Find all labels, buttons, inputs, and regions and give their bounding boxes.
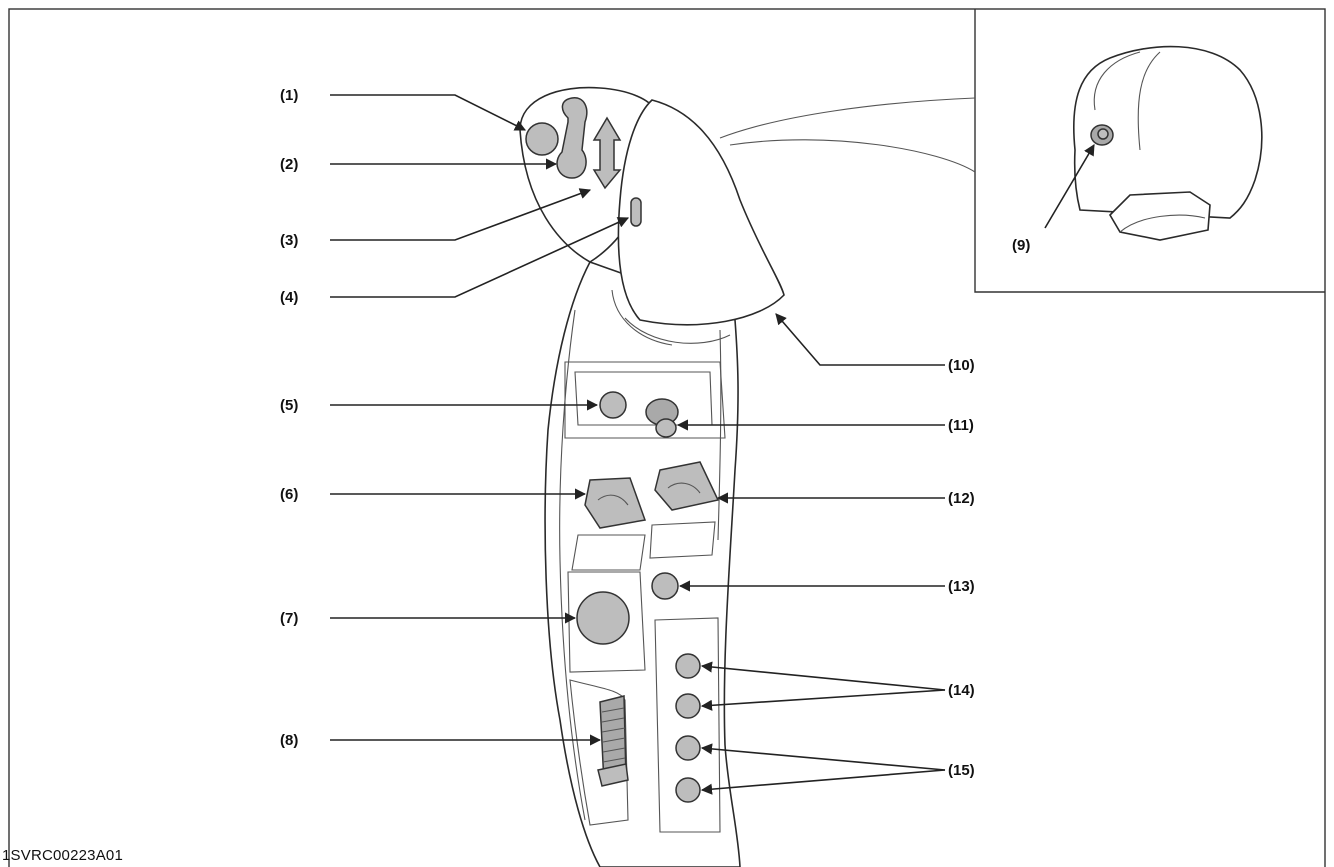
inset-lever-rear-view xyxy=(1072,45,1263,241)
figure-id: 1SVRC00223A01 xyxy=(2,847,124,864)
button-14b xyxy=(675,693,701,719)
inset-frame xyxy=(974,9,1325,293)
leader-3 xyxy=(330,188,592,241)
thumbwheel-8 xyxy=(569,679,629,826)
callout-8: (8) xyxy=(280,732,298,749)
knob-11 xyxy=(645,398,679,438)
button-13 xyxy=(651,572,679,600)
callout-5: (5) xyxy=(280,397,298,414)
lever-grip xyxy=(519,86,785,346)
leader-14a xyxy=(700,661,946,691)
button-14a xyxy=(675,653,701,679)
callout-3: (3) xyxy=(280,232,298,249)
paddle-switch-6 xyxy=(571,477,647,571)
leader-1 xyxy=(330,94,527,131)
figure-frame xyxy=(8,8,1326,867)
button-15b xyxy=(675,777,701,803)
callout-1: (1) xyxy=(280,87,298,104)
panel-14-15 xyxy=(654,617,721,833)
callout-4: (4) xyxy=(280,289,298,306)
recess-panel-top xyxy=(564,361,726,439)
callout-12: (12) xyxy=(948,490,975,507)
rocker-switch-2 xyxy=(556,97,588,179)
callout-14: (14) xyxy=(948,682,975,699)
callout-6: (6) xyxy=(280,486,298,503)
callout-10: (10) xyxy=(948,357,975,374)
leader-10 xyxy=(775,313,945,366)
console-body xyxy=(544,261,741,867)
callout-2: (2) xyxy=(280,156,298,173)
callout-7: (7) xyxy=(280,610,298,627)
paddle-switch-12 xyxy=(649,461,720,559)
dial-7 xyxy=(576,591,630,645)
slide-switch-3 xyxy=(592,116,622,190)
leader-15a xyxy=(700,743,946,771)
leader-14b xyxy=(700,689,946,711)
button-15a xyxy=(675,735,701,761)
callout-15: (15) xyxy=(948,762,975,779)
button-4 xyxy=(630,197,642,227)
inset-connector-top xyxy=(719,97,976,139)
callout-9: (9) xyxy=(1012,237,1030,254)
leader-15b xyxy=(700,769,946,795)
button-5 xyxy=(599,391,627,419)
inset-connector-bottom xyxy=(729,139,976,173)
callout-13: (13) xyxy=(948,578,975,595)
button-1 xyxy=(525,122,559,156)
callout-11: (11) xyxy=(948,417,974,434)
leader-9 xyxy=(1044,144,1095,229)
leader-4 xyxy=(330,217,630,298)
panel-7 xyxy=(567,571,646,673)
